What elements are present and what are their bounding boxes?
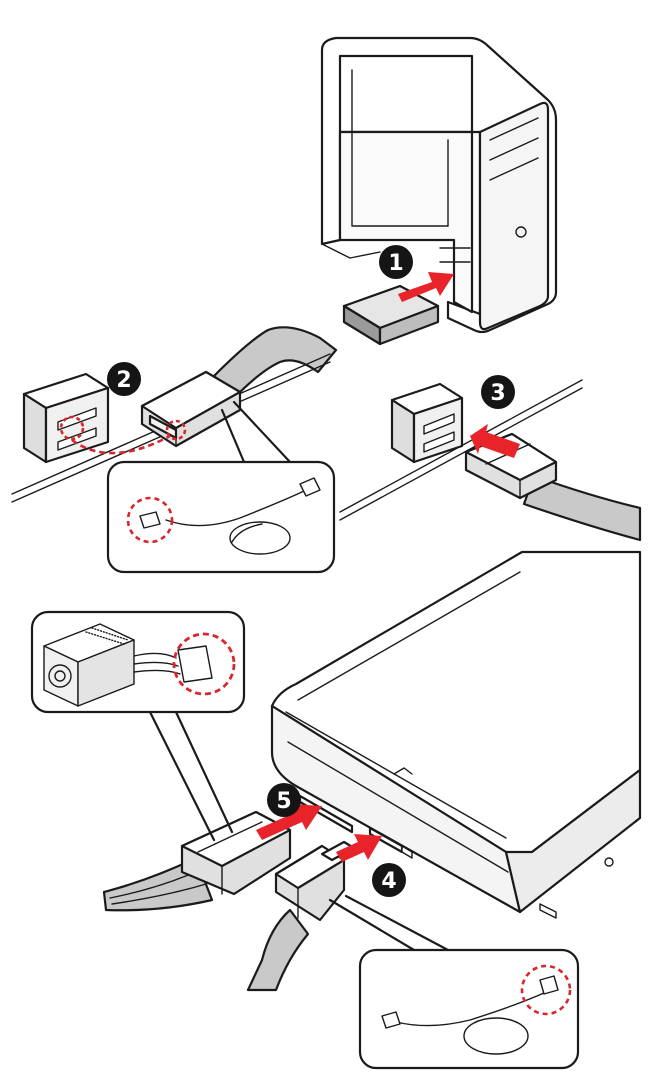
step-number: 4 <box>381 869 396 894</box>
step-number: 5 <box>276 789 291 814</box>
step-badge-1: 1 <box>379 245 413 279</box>
step-badge-5: 5 <box>267 783 301 817</box>
step-number: 1 <box>388 251 403 276</box>
cable-detail-callout <box>330 896 578 1068</box>
sata-port-icon <box>24 374 108 462</box>
power-supply-callout <box>32 612 244 840</box>
hard-drive-icon <box>344 286 438 344</box>
step-number: 2 <box>116 368 131 393</box>
step-badge-4: 4 <box>372 863 406 897</box>
sata-connector-icon <box>142 372 240 446</box>
step-badge-2: 2 <box>107 362 141 396</box>
step-badge-3: 3 <box>481 375 515 409</box>
sata-port-icon <box>392 384 462 462</box>
step-number: 3 <box>490 381 505 406</box>
power-connector-icon <box>104 812 290 910</box>
cable-detail-callout <box>108 402 334 572</box>
arrow-icon <box>398 272 454 302</box>
